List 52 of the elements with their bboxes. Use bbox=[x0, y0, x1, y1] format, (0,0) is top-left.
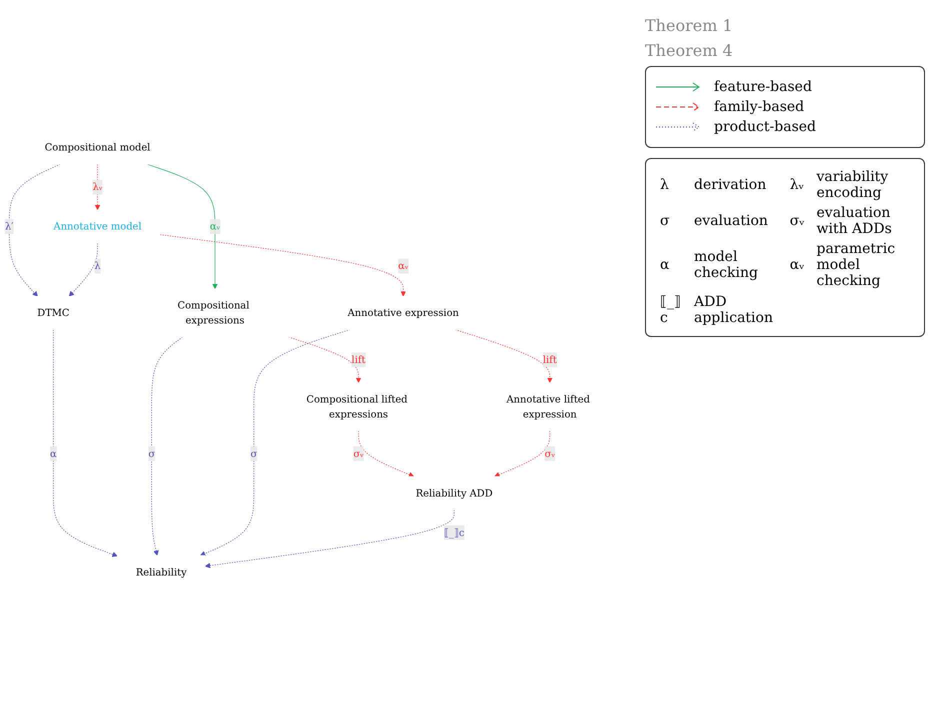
node-text: Reliability ADD bbox=[416, 487, 493, 499]
node-text: Annotative model bbox=[54, 220, 142, 232]
symbol: λ bbox=[660, 177, 669, 193]
symbol-meaning: parametric model checking bbox=[816, 241, 896, 289]
node-text: Annotative expression bbox=[348, 306, 459, 319]
edge-label: σ bbox=[148, 448, 156, 460]
symbol-meaning: model checking bbox=[694, 249, 758, 281]
edge-label: σᵥ bbox=[544, 448, 556, 460]
node-text: Annotative lifted expression bbox=[506, 393, 590, 420]
symbol: αᵥ bbox=[790, 257, 804, 273]
node-text: Compositional expressions bbox=[178, 300, 250, 326]
symbol: σᵥ bbox=[790, 213, 804, 229]
legend-text: feature-based bbox=[714, 79, 812, 95]
arrow bbox=[494, 430, 550, 478]
symbol: ⟦_⟧c bbox=[660, 294, 681, 326]
legend-text: family-based bbox=[714, 99, 804, 115]
arrow bbox=[53, 329, 118, 558]
arrow bbox=[455, 329, 553, 384]
edge-label: λ′ bbox=[4, 220, 14, 232]
symbol-meaning: evaluation bbox=[694, 213, 768, 229]
node-text: Compositional model bbox=[44, 142, 150, 154]
edge-label: σᵥ bbox=[353, 448, 364, 460]
arrow bbox=[146, 164, 218, 290]
theorem-label: Theorem 4 bbox=[645, 41, 734, 60]
arrow bbox=[288, 336, 362, 384]
edge-label: λ bbox=[94, 260, 101, 272]
symbol: α bbox=[660, 257, 670, 273]
edge-label: αᵥ bbox=[398, 260, 408, 272]
edge-label: ⟦_⟧c bbox=[444, 526, 464, 538]
edge-label: lift bbox=[542, 354, 557, 366]
symbol: σ bbox=[660, 213, 670, 229]
edge-label: lift bbox=[352, 354, 366, 366]
edge-label: αᵥ bbox=[210, 220, 220, 232]
arrow bbox=[204, 510, 454, 568]
arrow bbox=[200, 329, 350, 556]
arrow bbox=[160, 234, 406, 297]
node-text: Compositional lifted expressions bbox=[306, 393, 408, 420]
theorem-label: Theorem 1 bbox=[645, 16, 734, 35]
symbol-meaning: derivation bbox=[694, 177, 766, 193]
arrow bbox=[94, 164, 100, 210]
arrow bbox=[358, 430, 414, 478]
symbol: λᵥ bbox=[790, 177, 804, 193]
edge-label: σ bbox=[250, 448, 258, 460]
node-text: DTMC bbox=[37, 306, 70, 319]
edge-label: α bbox=[50, 448, 57, 460]
symbol-meaning: ADD application bbox=[694, 294, 773, 326]
edge-label: λᵥ bbox=[92, 181, 103, 193]
arrow bbox=[151, 336, 183, 556]
arrow bbox=[8, 164, 61, 297]
node-text: Reliability bbox=[136, 566, 187, 578]
legend-text: product-based bbox=[714, 119, 816, 135]
arrow bbox=[68, 243, 98, 297]
